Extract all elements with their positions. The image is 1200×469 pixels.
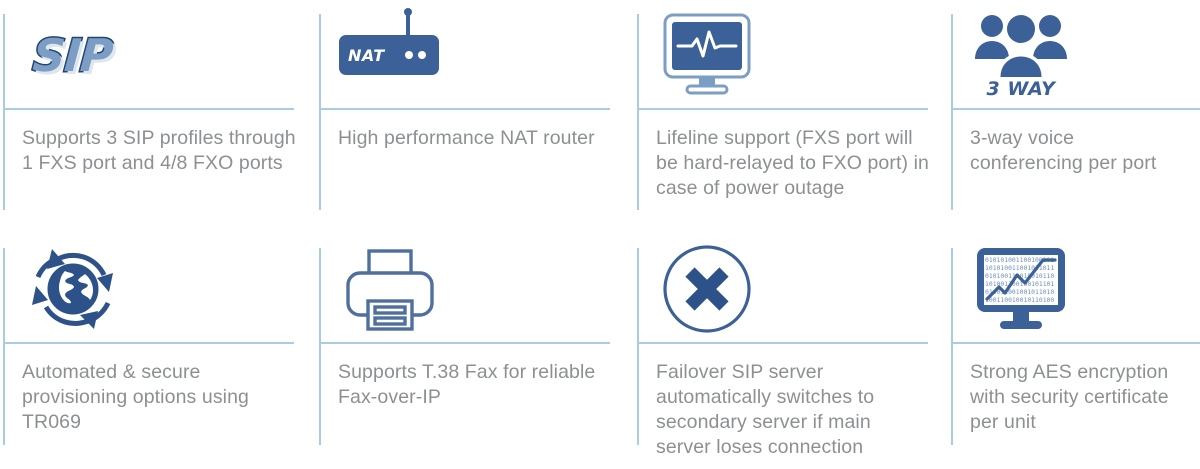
feature-cell-nat: NAT High performance NAT router bbox=[316, 0, 634, 234]
svg-text:101001100100101101: 101001100100101101 bbox=[985, 280, 1054, 288]
led-dots-icon bbox=[404, 51, 426, 59]
icon-area bbox=[320, 234, 634, 344]
fax-printer-icon bbox=[334, 241, 444, 337]
icon-area: 010101001100100101 101010011001001011 01… bbox=[952, 234, 1200, 344]
feature-text-fax: Supports T.38 Fax for reliable Fax-over-… bbox=[338, 361, 596, 408]
icon-area bbox=[638, 0, 948, 110]
nat-label: NAT bbox=[348, 45, 385, 65]
three-way-label: 3 WAY bbox=[986, 77, 1056, 100]
feature-text-failover: Failover SIP server automatically switch… bbox=[656, 361, 875, 458]
svg-text:010101001100100101: 010101001100100101 bbox=[985, 256, 1054, 264]
icon-area bbox=[4, 234, 316, 344]
globe-refresh-icon bbox=[18, 241, 128, 337]
three-users-icon: 3 WAY bbox=[966, 7, 1076, 103]
feature-cell-failover: Failover SIP server automatically switch… bbox=[634, 234, 948, 469]
svg-text:101010011001001011: 101010011001001011 bbox=[985, 264, 1054, 272]
circle-x-icon bbox=[652, 241, 762, 337]
feature-cell-lifeline: Lifeline support (FXS port will be hard-… bbox=[634, 0, 948, 234]
antenna-icon bbox=[404, 8, 412, 37]
feature-text-three-way: 3-way voice conferencing per port bbox=[970, 127, 1157, 174]
icon-area: NAT bbox=[320, 0, 634, 110]
feature-cell-encryption: 010101001100100101 101010011001001011 01… bbox=[948, 234, 1200, 469]
monitor-binary-chart-icon: 010101001100100101 101010011001001011 01… bbox=[966, 241, 1076, 337]
sip-logo-icon: SIP bbox=[18, 7, 128, 103]
feature-cell-fax: Supports T.38 Fax for reliable Fax-over-… bbox=[316, 234, 634, 469]
feature-text-encryption: Strong AES encryption with security cert… bbox=[970, 361, 1169, 433]
monitor-pulse-icon bbox=[652, 7, 762, 103]
icon-area: SIP bbox=[4, 0, 316, 110]
nat-router-icon: NAT bbox=[334, 7, 444, 103]
feature-cell-sip: SIP Supports 3 SIP profiles through 1 FX… bbox=[0, 0, 316, 234]
sip-logo-text: SIP bbox=[30, 27, 116, 83]
feature-text-provisioning: Automated & secure provisioning options … bbox=[22, 361, 249, 433]
feature-text-sip: Supports 3 SIP profiles through 1 FXS po… bbox=[22, 127, 296, 174]
svg-text:010011001001011010: 010011001001011010 bbox=[985, 288, 1054, 296]
nat-router-body: NAT bbox=[339, 8, 439, 75]
feature-cell-three-way: 3 WAY 3-way voice conferencing per port bbox=[948, 0, 1200, 234]
feature-text-nat: High performance NAT router bbox=[338, 127, 595, 149]
svg-text:100110010010110100: 100110010010110100 bbox=[985, 296, 1054, 304]
feature-text-lifeline: Lifeline support (FXS port will be hard-… bbox=[656, 127, 929, 199]
feature-cell-provisioning: Automated & secure provisioning options … bbox=[0, 234, 316, 469]
icon-area: 3 WAY bbox=[952, 0, 1200, 110]
icon-area bbox=[638, 234, 948, 344]
